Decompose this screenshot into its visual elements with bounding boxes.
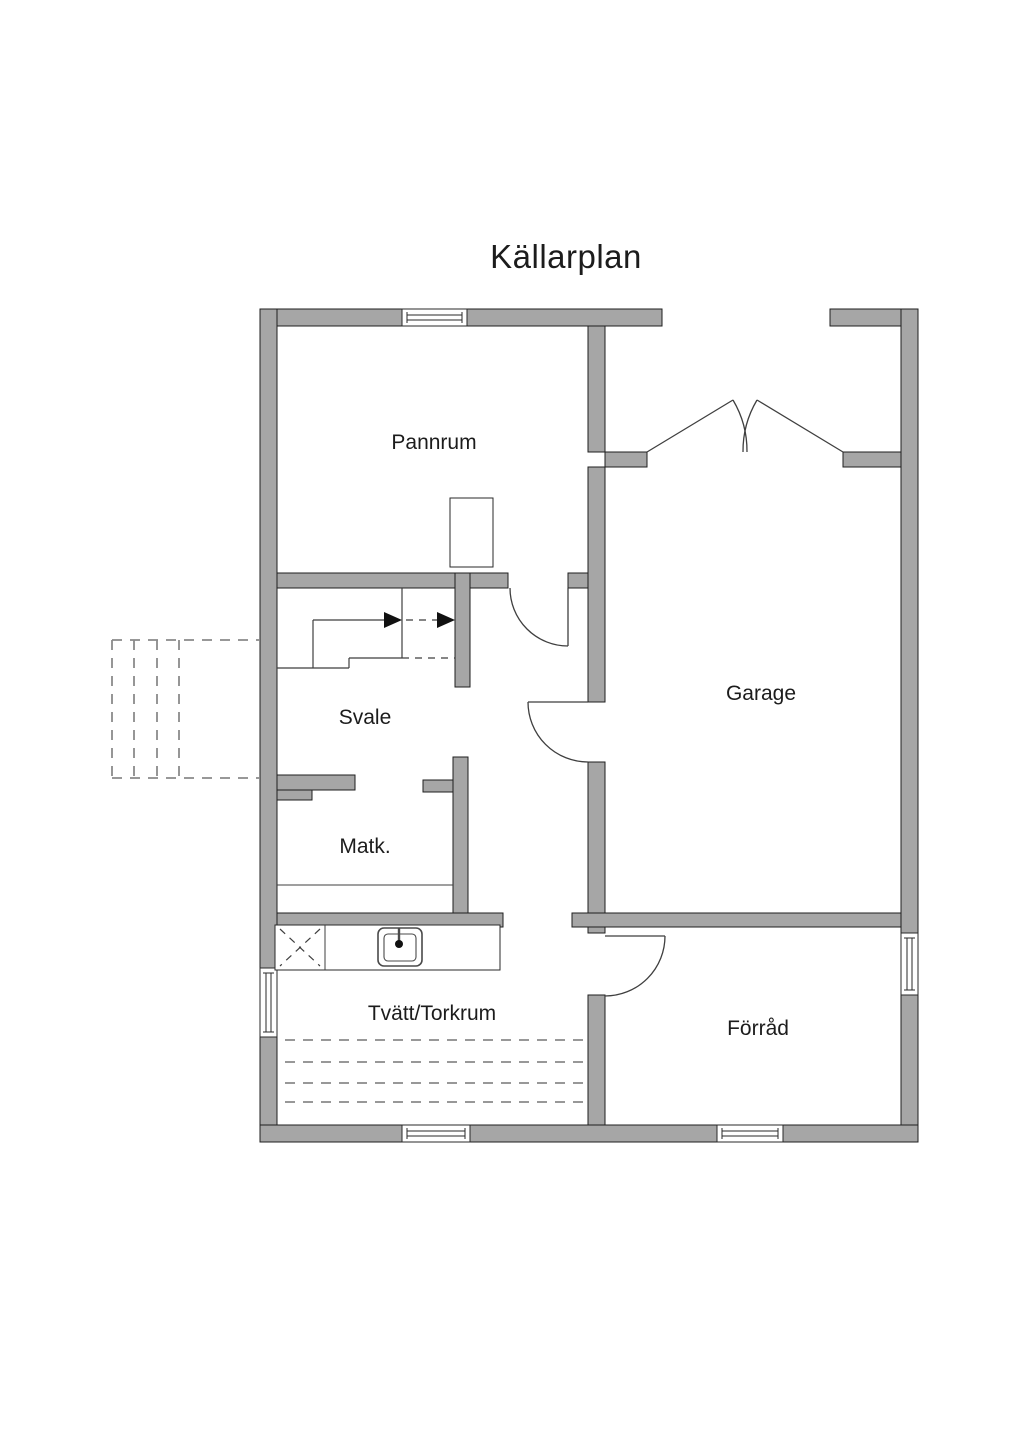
wall-garage-door-stub-left (604, 451, 648, 468)
stair-direction-arrow-2 (437, 612, 455, 628)
wall-center-vertical-mid (587, 466, 606, 703)
chimney-shaft (449, 497, 494, 568)
wall-garage-door-stub-right (842, 451, 902, 468)
wall-matk-door-stub (422, 779, 454, 793)
wall-pannrum-south-stub (567, 572, 589, 589)
laundry-counter (274, 924, 501, 971)
doors (509, 399, 844, 997)
windows (259, 308, 919, 1143)
wall-right (900, 308, 919, 1143)
stair-direction-arrow (384, 612, 402, 628)
window-bottom-tvatt (401, 1124, 471, 1143)
wall-stair-east (454, 572, 471, 688)
window-right (900, 932, 919, 996)
room-label-matk: Matk. (339, 835, 391, 858)
wall-center-vertical-low (587, 761, 606, 934)
sink (377, 927, 423, 967)
appliance-cross-symbol (279, 928, 321, 967)
room-label-pannrum: Pannrum (391, 431, 477, 454)
wall-matk-east (452, 756, 469, 914)
door-svale-garage (527, 701, 589, 763)
window-bottom-forrad (716, 1124, 784, 1143)
counter-top (274, 924, 501, 971)
interior-stair (277, 588, 455, 669)
room-label-svale: Svale (338, 706, 392, 729)
door-pannrum (509, 587, 569, 647)
wall-tvatt-forrad-divider (587, 994, 606, 1126)
room-label-forrad: Förråd (727, 1017, 789, 1040)
room-label-tvatt-torkrum: Tvätt/Torkrum (367, 1002, 497, 1025)
door-forrad (604, 935, 666, 997)
drying-lines (285, 1039, 585, 1103)
wall-pannrum-south (276, 572, 509, 589)
wall-matk-north (276, 774, 356, 791)
page-title: Källarplan (490, 238, 642, 275)
faucet-icon (395, 940, 403, 948)
room-label-garage: Garage (725, 682, 797, 705)
exterior-stair-dashed (111, 639, 260, 779)
window-left (259, 967, 278, 1038)
interior-walls (276, 325, 902, 1126)
wall-center-vertical-upper (587, 325, 606, 453)
wall-garage-south (571, 912, 902, 928)
window-top (401, 308, 468, 327)
garage-double-door (646, 399, 844, 453)
wall-bottom (259, 1124, 919, 1143)
wall-matk-north-step (276, 789, 313, 801)
